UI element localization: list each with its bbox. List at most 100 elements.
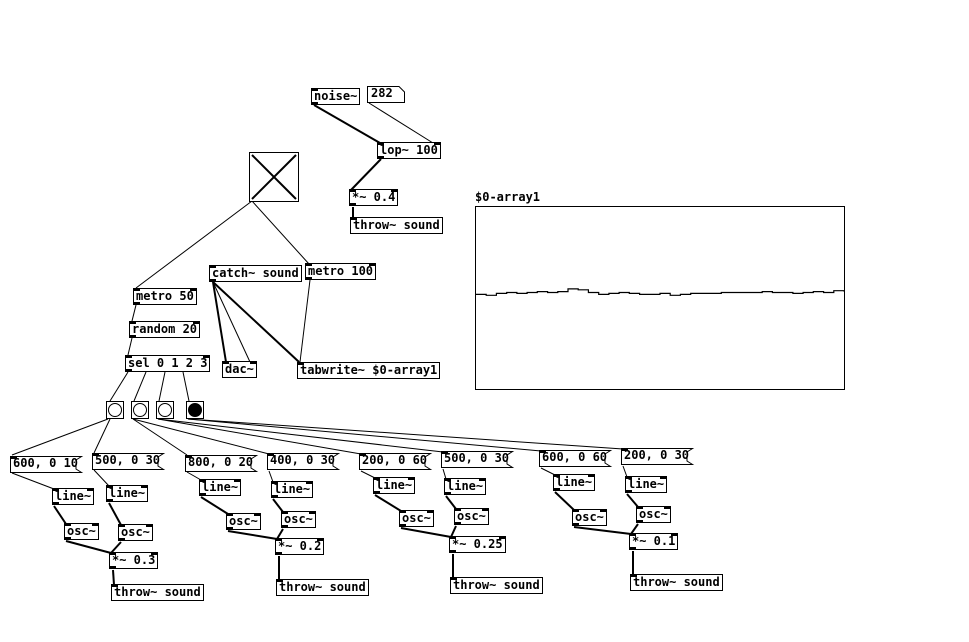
line-object-6[interactable]: line~ [444,478,487,495]
osc-label: osc~ [575,510,604,524]
bang-3[interactable] [186,401,204,419]
throw-label: throw~ sound [279,580,366,594]
line-object-8[interactable]: line~ [625,476,668,493]
number-box-frame [367,86,405,103]
osc-object-1[interactable]: osc~ [63,523,99,540]
throw-object-2[interactable]: throw~ sound [276,579,369,596]
bang-circle-icon [158,403,172,417]
osc-label: osc~ [121,525,150,539]
osc-label: osc~ [67,524,96,538]
dac-object[interactable]: dac~ [222,361,257,378]
message-box-1[interactable]: 600, 0 10 [10,456,84,473]
random-object[interactable]: random 20 [129,321,201,338]
array-graph[interactable] [475,206,845,390]
message-label: 800, 0 20 [188,455,254,469]
select-object[interactable]: sel 0 1 2 3 [125,355,211,372]
line-label: line~ [447,479,484,493]
message-label: 500, 0 30 [444,451,510,465]
line-label: line~ [202,480,239,494]
osc-label: osc~ [402,511,431,525]
message-box-7[interactable]: 600, 0 60 [539,450,613,467]
line-object-7[interactable]: line~ [553,474,596,491]
message-label: 600, 0 60 [542,450,608,464]
line-label: line~ [628,477,665,491]
throw-label: throw~ sound [453,578,540,592]
noise-object[interactable]: noise~ [311,88,361,105]
message-label: 500, 0 30 [95,453,161,467]
message-label: 400, 0 30 [270,453,336,467]
line-label: line~ [556,475,593,489]
toggle-x-icon [251,154,297,200]
bang-1[interactable] [131,401,149,419]
select-label: sel 0 1 2 3 [128,356,208,370]
osc-label: osc~ [457,509,486,523]
toggle[interactable] [249,152,299,202]
throw-label: throw~ sound [633,575,720,589]
multiply-0.3-object[interactable]: *~ 0.3 [109,552,159,569]
array-waveform [476,288,845,296]
line-object-2[interactable]: line~ [106,485,149,502]
bang-circle-icon [188,403,202,417]
message-label: 200, 0 60 [362,453,428,467]
number-box-value: 282 [371,86,393,100]
metro-100-object[interactable]: metro 100 [305,263,377,280]
message-box-3[interactable]: 800, 0 20 [185,455,259,472]
line-label: line~ [376,478,413,492]
mul-label: *~ 0.25 [452,537,503,551]
osc-label: osc~ [284,512,313,526]
osc-object-5[interactable]: osc~ [399,510,434,527]
mul-label: *~ 0.2 [278,539,322,553]
dac-label: dac~ [225,362,254,376]
message-box-2[interactable]: 500, 0 30 [92,453,166,470]
osc-object-3[interactable]: osc~ [226,513,261,530]
line-label: line~ [109,486,146,500]
line-label: line~ [274,482,311,496]
multiply-0.4-object[interactable]: *~ 0.4 [349,189,399,206]
osc-object-6[interactable]: osc~ [454,508,489,525]
multiply-0.25-object[interactable]: *~ 0.25 [449,536,506,553]
message-box-6[interactable]: 500, 0 30 [441,451,515,468]
message-label: 200, 0 30 [624,448,690,462]
multiply-0.2-object[interactable]: *~ 0.2 [275,538,325,555]
metro100-label: metro 100 [308,264,374,278]
bang-circle-icon [108,403,122,417]
lop-object[interactable]: lop~ 100 [377,142,441,159]
osc-object-8[interactable]: osc~ [636,506,671,523]
line-object-4[interactable]: line~ [271,481,314,498]
random-label: random 20 [132,322,198,336]
throw-object-3[interactable]: throw~ sound [450,577,543,594]
line-object-3[interactable]: line~ [199,479,242,496]
line-object-5[interactable]: line~ [373,477,416,494]
bang-circle-icon [133,403,147,417]
throw-object[interactable]: throw~ sound [350,217,443,234]
bang-0[interactable] [106,401,124,419]
message-box-5[interactable]: 200, 0 60 [359,453,433,470]
osc-object-4[interactable]: osc~ [281,511,316,528]
osc-object-2[interactable]: osc~ [118,524,153,541]
message-label: 600, 0 10 [13,456,79,470]
line-label: line~ [55,489,92,503]
bang-2[interactable] [156,401,174,419]
tabwrite-label: tabwrite~ $0-array1 [300,363,438,377]
catch-label: catch~ sound [212,266,299,280]
metro50-label: metro 50 [136,289,194,303]
noise-label: noise~ [314,89,358,103]
line-object-1[interactable]: line~ [52,488,95,505]
osc-label: osc~ [639,507,668,521]
metro-50-object[interactable]: metro 50 [133,288,197,305]
array-name: $0-array1 [475,190,541,204]
number-box[interactable]: 282 [367,86,405,103]
throw-object-1[interactable]: throw~ sound [111,584,204,601]
mul-label: *~ 0.3 [112,553,156,567]
multiply-0.1-object[interactable]: *~ 0.1 [629,533,679,550]
message-box-4[interactable]: 400, 0 30 [267,453,341,470]
tabwrite-object[interactable]: tabwrite~ $0-array1 [297,362,441,379]
throw-object-4[interactable]: throw~ sound [630,574,723,591]
message-box-8[interactable]: 200, 0 30 [621,448,695,465]
mul-label: *~ 0.4 [352,190,396,204]
osc-object-7[interactable]: osc~ [572,509,607,526]
catch-object[interactable]: catch~ sound [209,265,302,282]
mul-label: *~ 0.1 [632,534,676,548]
throw-label: throw~ sound [114,585,201,599]
